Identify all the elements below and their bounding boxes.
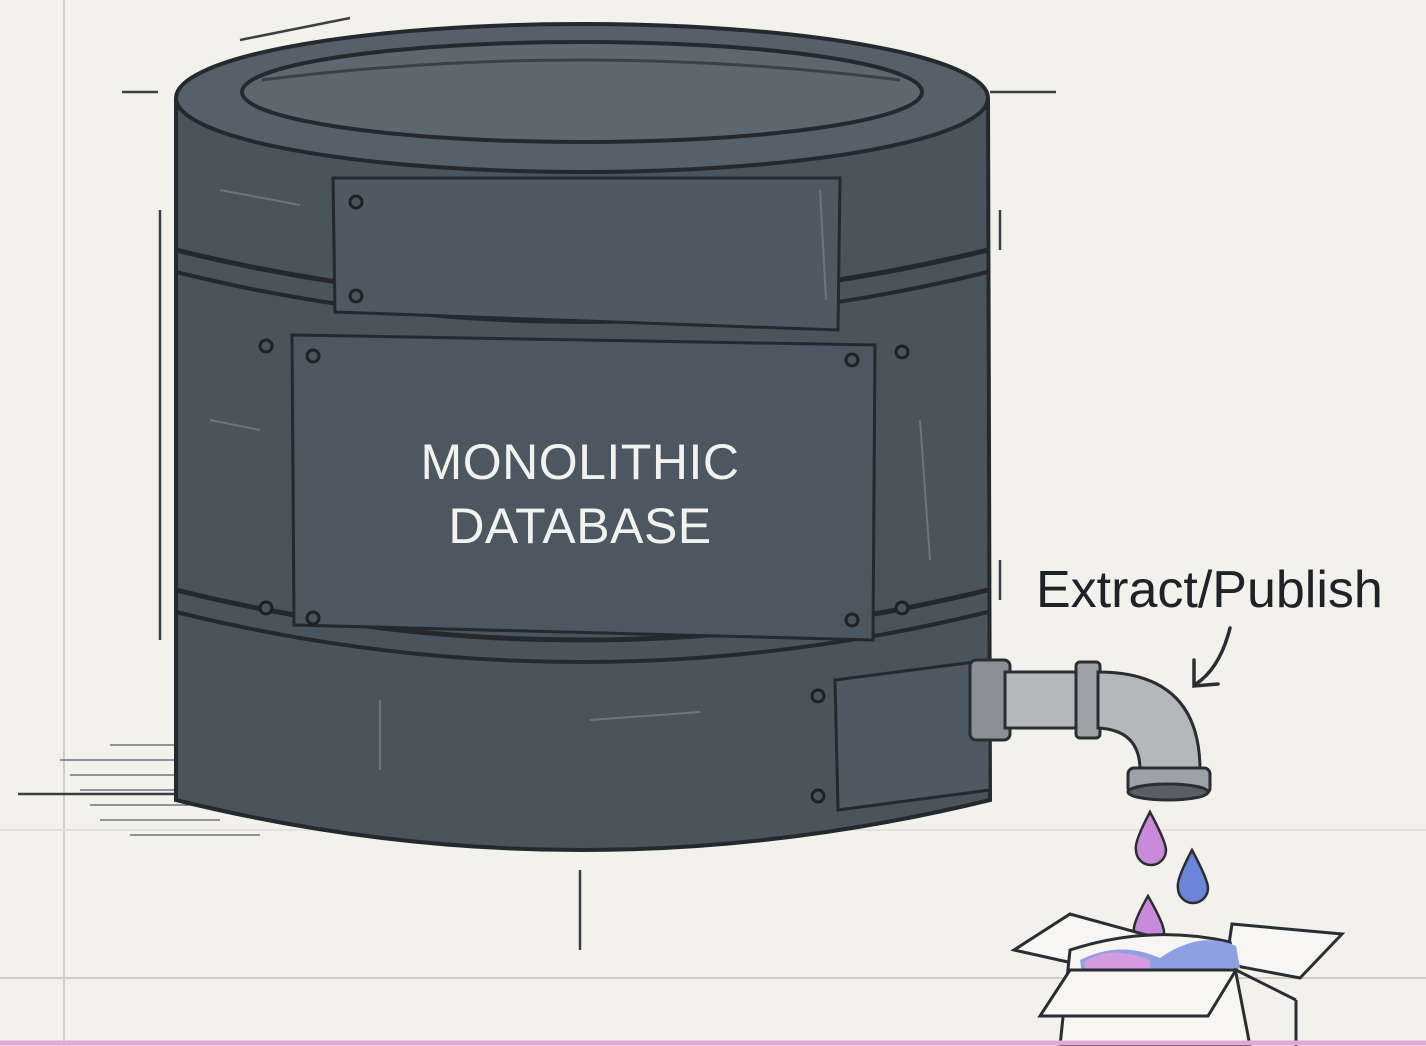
pipe-faucet-icon bbox=[968, 658, 1212, 802]
extract-publish-label: Extract/Publish bbox=[1036, 561, 1383, 619]
database-label-line1: MONOLITHIC bbox=[420, 434, 740, 490]
shadow-hatching bbox=[60, 744, 260, 836]
construction-marks bbox=[18, 16, 1056, 950]
database-label-line2: DATABASE bbox=[448, 498, 712, 554]
curved-arrow-icon bbox=[1192, 626, 1232, 688]
open-box-icon bbox=[1010, 912, 1346, 1046]
database-barrel-icon bbox=[174, 22, 993, 852]
data-drop-icon bbox=[1132, 809, 1210, 949]
database-label: MONOLITHIC DATABASE bbox=[330, 430, 830, 558]
